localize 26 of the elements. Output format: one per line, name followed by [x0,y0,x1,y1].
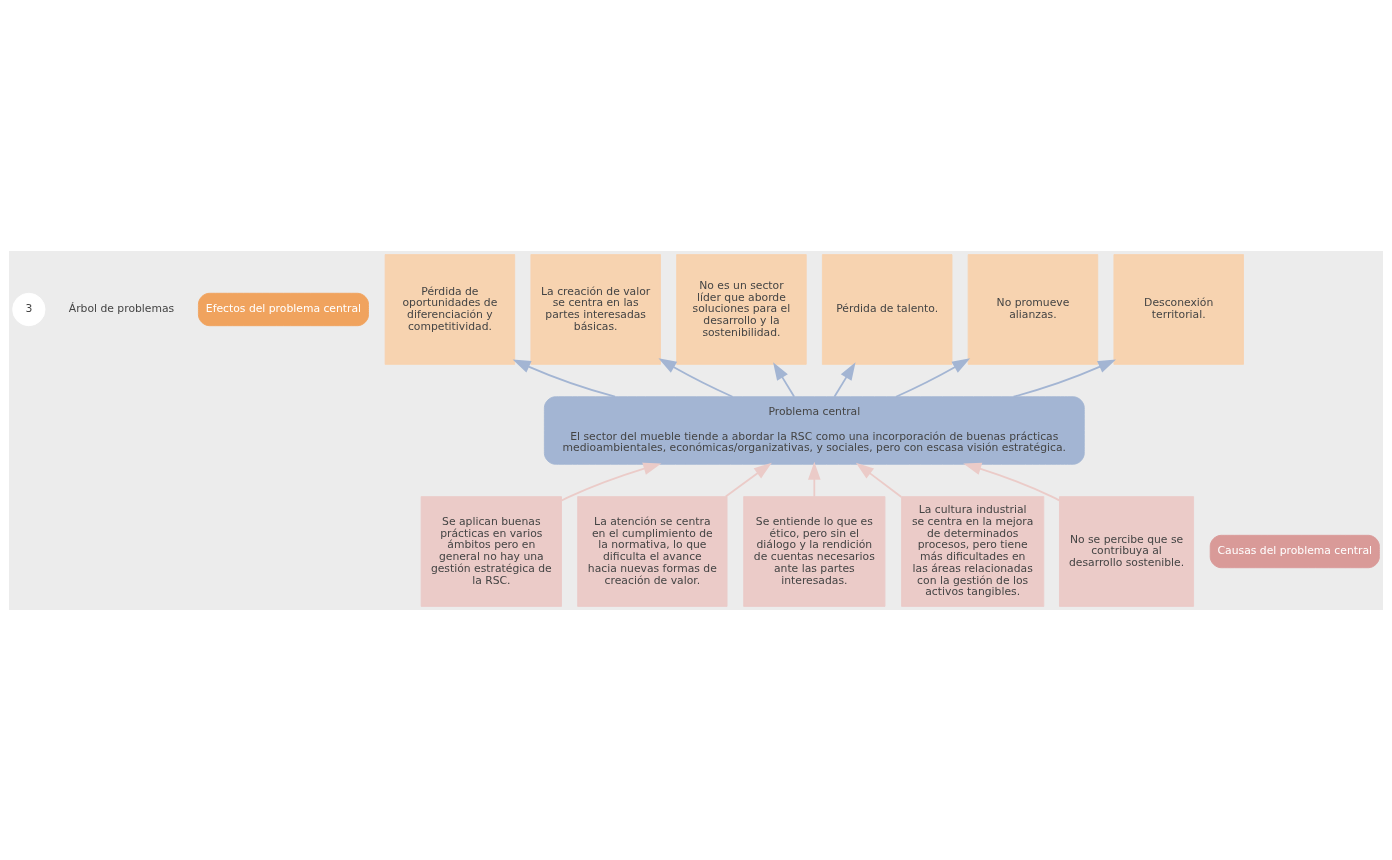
arrow [895,357,971,398]
arrow [833,361,856,398]
node-box: La atención se centra en el cumplimiento de la normativa, lo que dificulta el avance hacia nuevas formas de creación de valor. [577,495,728,607]
node-box: Se aplican buenas prácticas en varios ámbitos pero en general no hay una gestión estratégica de la RSC. [420,495,562,607]
node-box: Pérdida de oportunidades de diferenciación y competitividad. [384,253,516,365]
arrow [560,462,662,501]
node-box: Pérdida de talento. [821,253,953,365]
node-label: Árbol de problemas [68,301,175,315]
node-box: La creación de valor se centra en las partes interesadas básicas. [530,253,661,365]
node-box: No se percibe que se contribuya al desarrollo sostenible. [1059,495,1194,607]
node-box: No promueve alianzas. [967,253,1099,365]
arrow [963,462,1061,501]
arrow [658,357,734,398]
arrow [808,461,821,497]
arrow [512,358,616,398]
node-box: Problema central El sector del mueble tiende a abordar la RSC como una incorporación de buenas prácticas medioambientales, económicas/organizativas, y sociales, pero con escasa visión estratégica. [543,395,1085,465]
node-box: Efectos del problema central [198,292,369,326]
arrow [724,462,772,497]
node-box: Causas del problema central [1209,534,1380,568]
node-box: Se entiende lo que es ético, pero sin el diálogo y la rendición de cuentas necesarios ante las partes interesadas. [743,495,886,607]
node-box: No es un sector líder que aborde soluciones para el desarrollo y la sostenibilidad. [676,253,807,365]
arrow [1012,358,1117,398]
node-box: Desconexión territorial. [1113,253,1244,365]
arrow [855,462,903,498]
node-box: La cultura industrial se centra en la mejora de determinados procesos, pero tiene más dificultades en las áreas relacionadas con la gestión de los activos tangibles. [901,495,1045,607]
arrow [773,361,796,398]
